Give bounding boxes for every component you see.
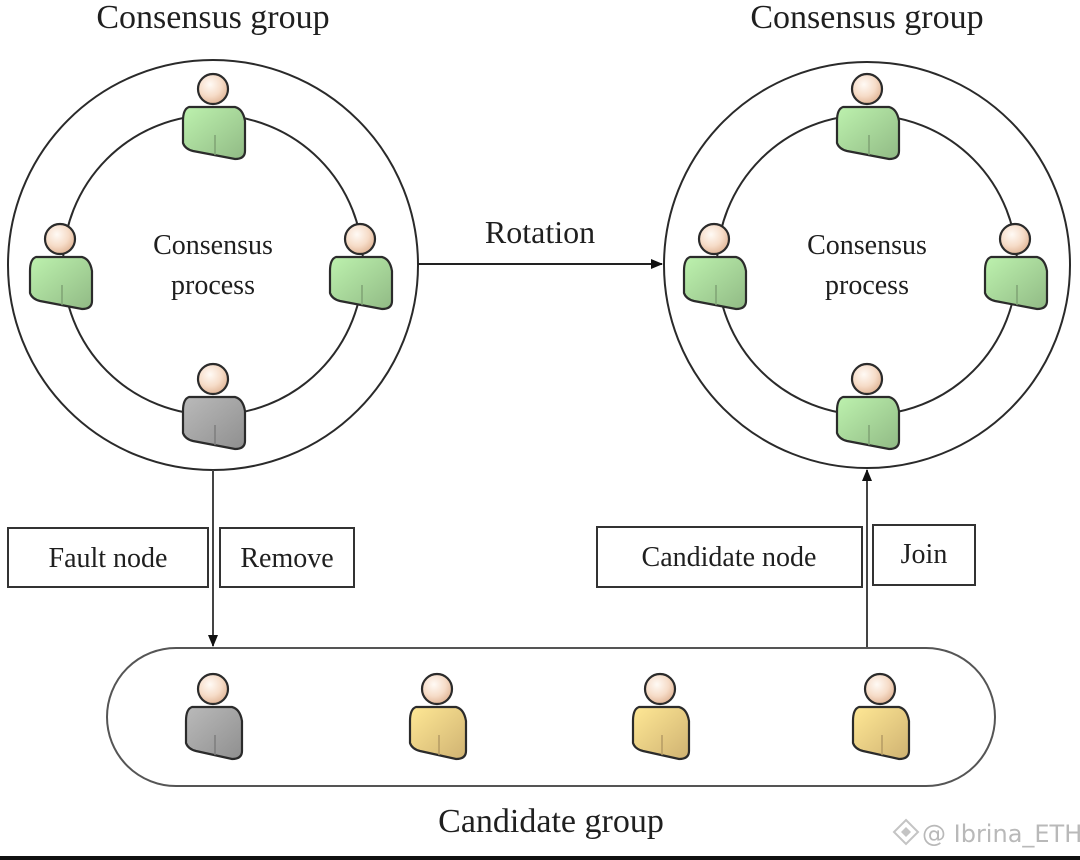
candidate-node-fault-person-icon [184,672,244,761]
candidate-group: Candidate group [106,647,996,840]
person-body [181,395,247,451]
watermark-text: @ Ibrina_ETH [922,820,1080,848]
candidate-node-2-person-icon [631,672,691,761]
join-box [872,524,976,586]
rotation-connector: Rotation [418,214,663,269]
remove-label: Remove [240,543,333,574]
person-body [184,705,244,761]
binance-logo-icon [892,818,920,846]
candidate-group-title: Candidate group [438,803,664,840]
person-body [835,105,901,161]
right-node-left-person-icon [682,222,748,311]
person-head [343,222,377,256]
remove-box [219,527,355,588]
person-body [682,255,748,311]
person-head [420,672,454,706]
person-body [851,705,911,761]
person-body [328,255,394,311]
person-head [196,362,230,396]
person-head [196,672,230,706]
left-node-left-person-icon [28,222,94,311]
rotation-label: Rotation [485,214,595,250]
join-connector: Candidate node Join [596,469,976,648]
right-group-title: Consensus group [750,0,983,36]
person-head [697,222,731,256]
person-body [983,255,1049,311]
left-node-top-person-icon [181,72,247,161]
left-center-label-line1: Consensus [153,230,273,261]
right-center-label-line1: Consensus [807,230,927,261]
person-head [43,222,77,256]
remove-connector: Fault node Remove [7,470,355,647]
left-center-label-line2: process [171,270,255,301]
right-node-bottom-person-icon [835,362,901,451]
person-head [998,222,1032,256]
person-body [631,705,691,761]
person-body [408,705,468,761]
right-center-label-line2: process [825,270,909,301]
right-node-right-person-icon [983,222,1049,311]
left-consensus-group: Consensus group Consensus process [7,0,419,471]
person-head [196,72,230,106]
candidate-node-3-person-icon [851,672,911,761]
candidate-node-box [596,526,863,588]
join-label: Join [901,539,948,570]
fault-node-box [7,527,209,588]
person-body [835,395,901,451]
bottom-border [0,856,1080,860]
person-head [643,672,677,706]
right-outer-ring [663,61,1071,469]
left-node-bottom-fault-person-icon [181,362,247,451]
candidate-node-1-person-icon [408,672,468,761]
person-head [850,72,884,106]
watermark: @ Ibrina_ETH [892,818,1080,848]
right-consensus-group: Consensus group Consensus process [663,0,1071,469]
left-node-right-person-icon [328,222,394,311]
right-node-top-person-icon [835,72,901,161]
left-group-title: Consensus group [96,0,329,36]
person-body [28,255,94,311]
person-head [863,672,897,706]
candidate-group-container [106,647,996,787]
person-head [850,362,884,396]
candidate-node-label: Candidate node [642,542,817,573]
person-body [181,105,247,161]
fault-node-label: Fault node [49,543,168,574]
